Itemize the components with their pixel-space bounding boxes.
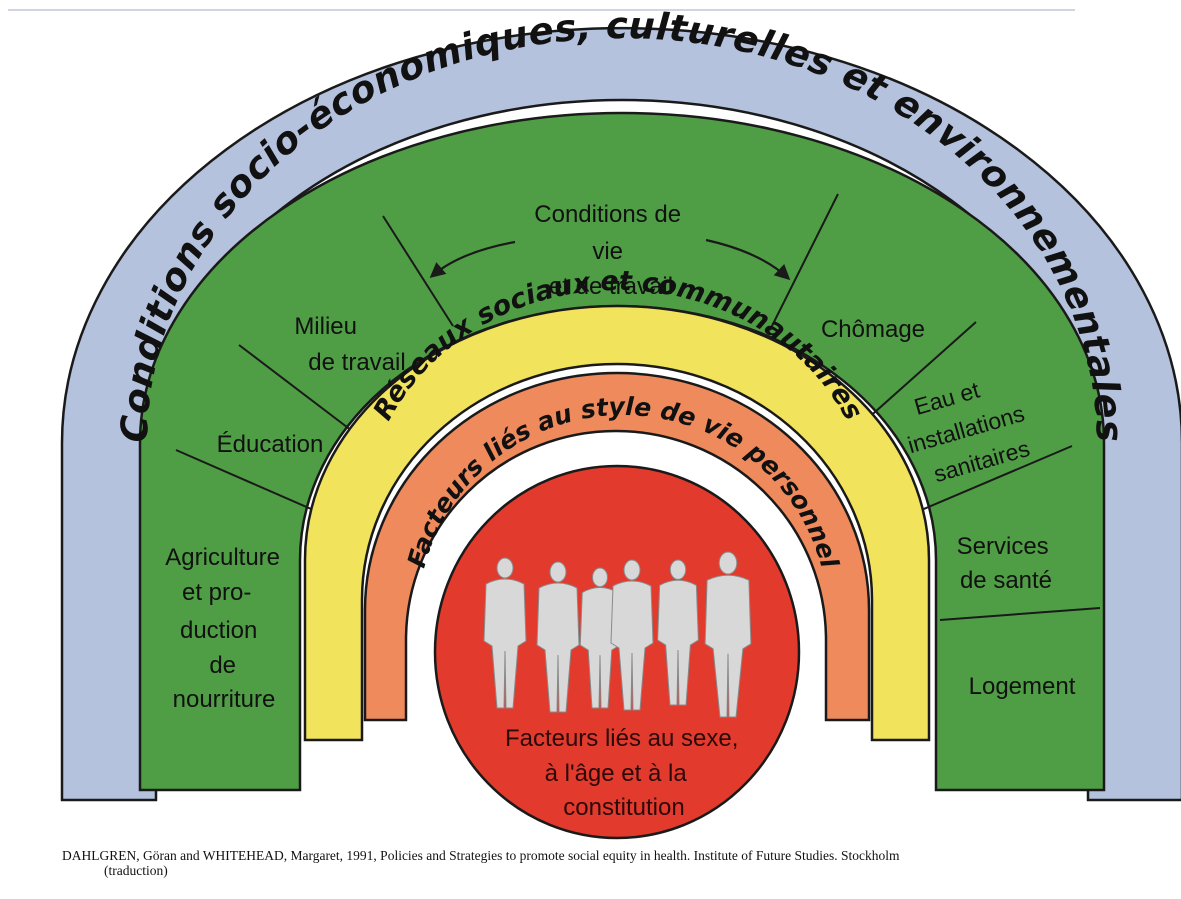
- source-citation: DAHLGREN, Göran and WHITEHEAD, Margaret,…: [62, 848, 900, 863]
- outer-ring-band: [60, 26, 1181, 802]
- sector-label-education: Éducation: [217, 431, 324, 458]
- lifestyle-ring-band: [363, 371, 871, 722]
- sector-label-milieu-travail: Milieu de travail: [294, 313, 405, 376]
- source-translation-note: (traduction): [104, 863, 168, 878]
- people-silhouettes: [483, 551, 752, 718]
- sector-label-logement: Logement: [969, 673, 1076, 700]
- sector-dividers: [175, 193, 1101, 621]
- social-ring-band: [303, 304, 931, 742]
- sector-label-agriculture: Agriculture et pro- duction de nourritur…: [165, 544, 286, 713]
- sector-label-conditions-vie: Conditions de vie et de travail: [534, 201, 687, 300]
- sector-label-sante: Services de santé: [957, 533, 1056, 594]
- person-silhouette-icon: [610, 559, 654, 711]
- source-caption: DAHLGREN, Göran and WHITEHEAD, Margaret,…: [62, 848, 1142, 878]
- right-arrow-icon: [705, 238, 791, 281]
- person-silhouette-icon: [536, 561, 580, 713]
- sector-label-chomage: Chômage: [821, 316, 925, 343]
- person-silhouette-icon: [483, 557, 527, 709]
- person-silhouette-icon: [704, 551, 752, 718]
- person-silhouette-icon: [657, 559, 699, 706]
- core-circle: [433, 464, 801, 840]
- left-arrow-icon: [429, 240, 516, 279]
- core-label: Facteurs liés au sexe, à l'âge et à la c…: [505, 725, 745, 821]
